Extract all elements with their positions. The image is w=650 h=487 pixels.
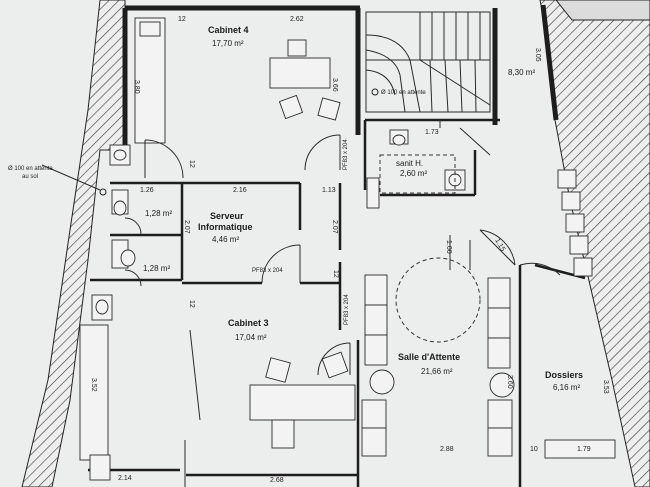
serveur-name-line1: Serveur — [210, 211, 244, 221]
dim-2-16: 2.16 — [233, 187, 247, 194]
waiting-chairs — [361, 257, 515, 457]
cabinet3-area: 17,04 m² — [235, 333, 267, 342]
dim-3-66: 3.66 — [331, 78, 338, 92]
door-swings — [124, 127, 561, 376]
dim-1-13: 1.13 — [322, 187, 336, 194]
dim-3-80: 3.80 — [133, 80, 140, 94]
dossiers-area: 6,16 m² — [553, 383, 580, 392]
dim-3-60: 3.60 — [506, 375, 513, 389]
dim-12-d: 12 — [332, 270, 339, 278]
dimensions: 2.62 12 3.80 3.66 3.05 1.73 1.26 2.16 1.… — [90, 16, 609, 484]
note-pf1: PF83 x 204 — [252, 268, 283, 274]
note-pf3: PF83 x 204 — [344, 294, 350, 325]
turning-circle — [395, 257, 481, 343]
dim-1-26: 1.26 — [140, 187, 154, 194]
dim-2-07-b: 2.07 — [331, 220, 338, 234]
dim-2-14: 2.14 — [118, 475, 132, 482]
dim-3-05: 3.05 — [534, 48, 541, 62]
furniture — [79, 17, 466, 481]
pipe-floor-marker — [99, 188, 107, 196]
salle-attente-area: 21,66 m² — [421, 367, 453, 376]
right-outer-band — [555, 0, 650, 21]
cabinet4-name: Cabinet 4 — [208, 25, 249, 35]
dim-2-68: 2.68 — [270, 477, 284, 484]
salle-attente-name: Salle d'Attente — [398, 352, 460, 362]
desk-cabinet4 — [134, 17, 166, 144]
dim-12-c: 12 — [188, 300, 195, 308]
walls — [88, 4, 586, 487]
dim-10: 10 — [530, 446, 538, 453]
desk-cabinet4-main — [269, 57, 331, 89]
palier-area: 8,30 m² — [508, 68, 535, 77]
dim-1-79: 1.79 — [577, 446, 591, 453]
note-attente-sol-1: Ø 100 en attente — [8, 166, 53, 172]
dim-1-00: 1.00 — [445, 240, 452, 254]
dim-12-b: 12 — [188, 160, 195, 168]
wc2-area: 1,28 m² — [143, 264, 170, 273]
dim-1-73: 1.73 — [425, 129, 439, 136]
cabinet3-name: Cabinet 3 — [228, 318, 269, 328]
sanit-name: sanit H. — [396, 159, 423, 168]
cabinet4-area: 17,70 m² — [212, 39, 244, 48]
dim-3-53: 3.53 — [602, 380, 609, 394]
dim-3-52: 3.52 — [90, 378, 97, 392]
dim-2-88: 2.88 — [440, 446, 454, 453]
desk-cabinet3 — [79, 324, 109, 461]
dossiers-shelves — [544, 169, 616, 459]
staircase — [365, 11, 491, 113]
note-attente-top: Ø 100 en attente — [381, 90, 426, 96]
pipe-top-marker — [371, 88, 379, 96]
dim-2-07-a: 2.07 — [183, 220, 190, 234]
desk-cabinet3-main — [249, 384, 356, 421]
serveur-name-line2: Informatique — [198, 222, 253, 232]
dim-12-a: 12 — [178, 16, 186, 23]
serveur-area: 4,46 m² — [212, 235, 239, 244]
note-attente-sol-2: au sol — [22, 174, 38, 180]
dossiers-name: Dossiers — [545, 370, 583, 380]
dim-2-62: 2.62 — [290, 16, 304, 23]
note-pf2: PF83 x 204 — [343, 139, 349, 170]
sanit-area: 2,60 m² — [400, 169, 427, 178]
wc1-area: 1,28 m² — [145, 209, 172, 218]
